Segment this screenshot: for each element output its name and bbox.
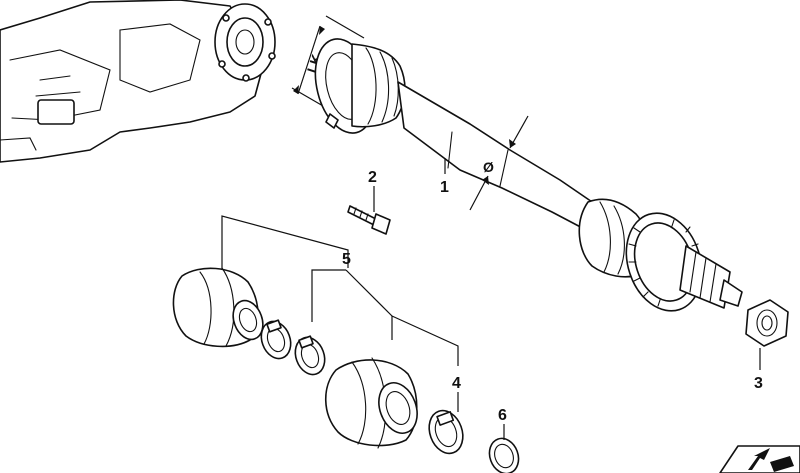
diameter-label: Ø [483, 159, 494, 175]
callout-2: 2 [368, 169, 377, 186]
clamp [428, 392, 464, 455]
inner-boot [172, 267, 264, 348]
diameter-dimension: Ø [469, 115, 529, 211]
ring [488, 424, 520, 473]
callout-4: 4 [452, 375, 461, 392]
callout-6: 6 [498, 407, 507, 424]
callout-3: 3 [754, 375, 763, 392]
differential-housing [0, 0, 276, 163]
boot-kit-bracket [221, 215, 459, 366]
callout-1: 1 [440, 179, 449, 196]
nut [745, 299, 789, 370]
drive-shaft [314, 38, 743, 312]
outer-boot [325, 357, 418, 449]
bolt [347, 186, 391, 235]
callout-5: 5 [342, 251, 351, 268]
small-clamp-1 [260, 319, 292, 360]
small-clamp-2 [294, 335, 326, 376]
arrow-sheet-icon [719, 445, 800, 473]
